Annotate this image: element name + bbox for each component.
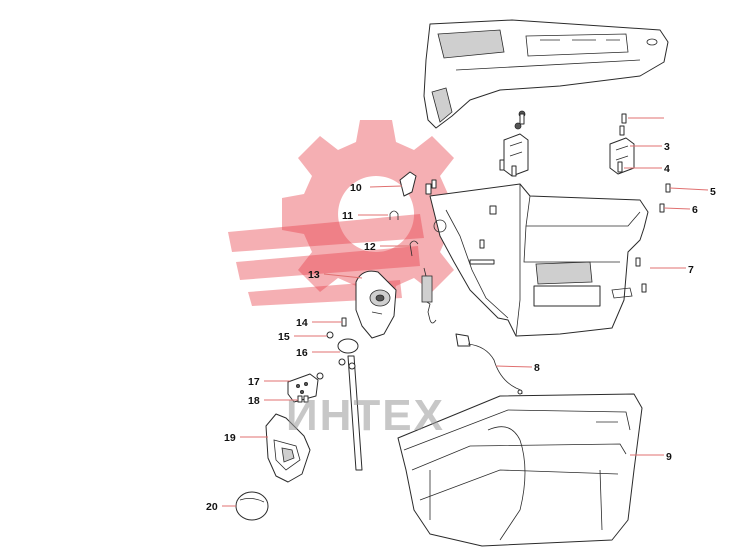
callout-label: 15: [278, 331, 290, 343]
lock-plate-17: [287, 372, 324, 403]
callout-label: 20: [206, 501, 218, 513]
callout-6: 6: [663, 204, 698, 216]
callout-label: 4: [664, 163, 670, 175]
callout-12: 12: [364, 241, 410, 253]
callout-4: 4: [624, 163, 670, 175]
callout-label: 5: [710, 186, 716, 198]
callout-19: 19: [224, 432, 268, 444]
clip-part-11: [389, 210, 399, 220]
callout-label: 17: [248, 376, 260, 388]
callout-15: 15: [278, 331, 327, 343]
round-cap-20: [235, 491, 269, 521]
handle-bezel-19: [265, 413, 311, 483]
callout-18: 18: [248, 395, 298, 407]
callout-17: 17: [248, 376, 290, 388]
bracket-right: [609, 113, 635, 175]
callout-label: 6: [692, 204, 698, 216]
callout-label: 12: [364, 241, 376, 253]
watermark-text: ИНТЕХ: [286, 391, 445, 440]
callout-14: 14: [296, 317, 342, 329]
callout-label: 10: [350, 182, 362, 194]
callout-11: 11: [342, 210, 388, 222]
frame-housing: [429, 183, 671, 337]
screw-set-18: [297, 395, 309, 403]
armrest-cover: [423, 19, 669, 129]
callout-label: 18: [248, 395, 260, 407]
callout-9: 9: [630, 451, 672, 463]
spring-part: [421, 267, 437, 324]
callout-label: 19: [224, 432, 236, 444]
hook-part-12: [409, 240, 419, 257]
callout-label: 11: [342, 210, 353, 222]
callout-3: 3: [630, 141, 670, 153]
callout-5: 5: [669, 186, 716, 198]
latch-part-10: [399, 171, 437, 197]
bracket-left: [499, 110, 529, 177]
callout-8: 8: [495, 362, 540, 374]
callout-13: 13: [308, 269, 363, 281]
callout-16: 16: [296, 347, 340, 359]
rod-assembly-16: [337, 338, 363, 471]
callout-label: 3: [664, 141, 670, 153]
callout-10: 10: [350, 182, 403, 194]
storage-bin-9: [397, 393, 643, 547]
screw-part-14: [341, 317, 347, 327]
callout-label: 13: [308, 269, 320, 281]
callout-label: 16: [296, 347, 308, 359]
cable-part-8: [455, 333, 523, 395]
nut-part-15: [326, 331, 334, 339]
callout-7: 7: [650, 264, 694, 276]
callout-label: 7: [688, 264, 694, 276]
callout-label: 14: [296, 317, 308, 329]
lever-mechanism-13: [355, 270, 397, 339]
callout-20: 20: [206, 501, 236, 513]
callout-label: 8: [534, 362, 540, 374]
callout-label: 9: [666, 451, 672, 463]
